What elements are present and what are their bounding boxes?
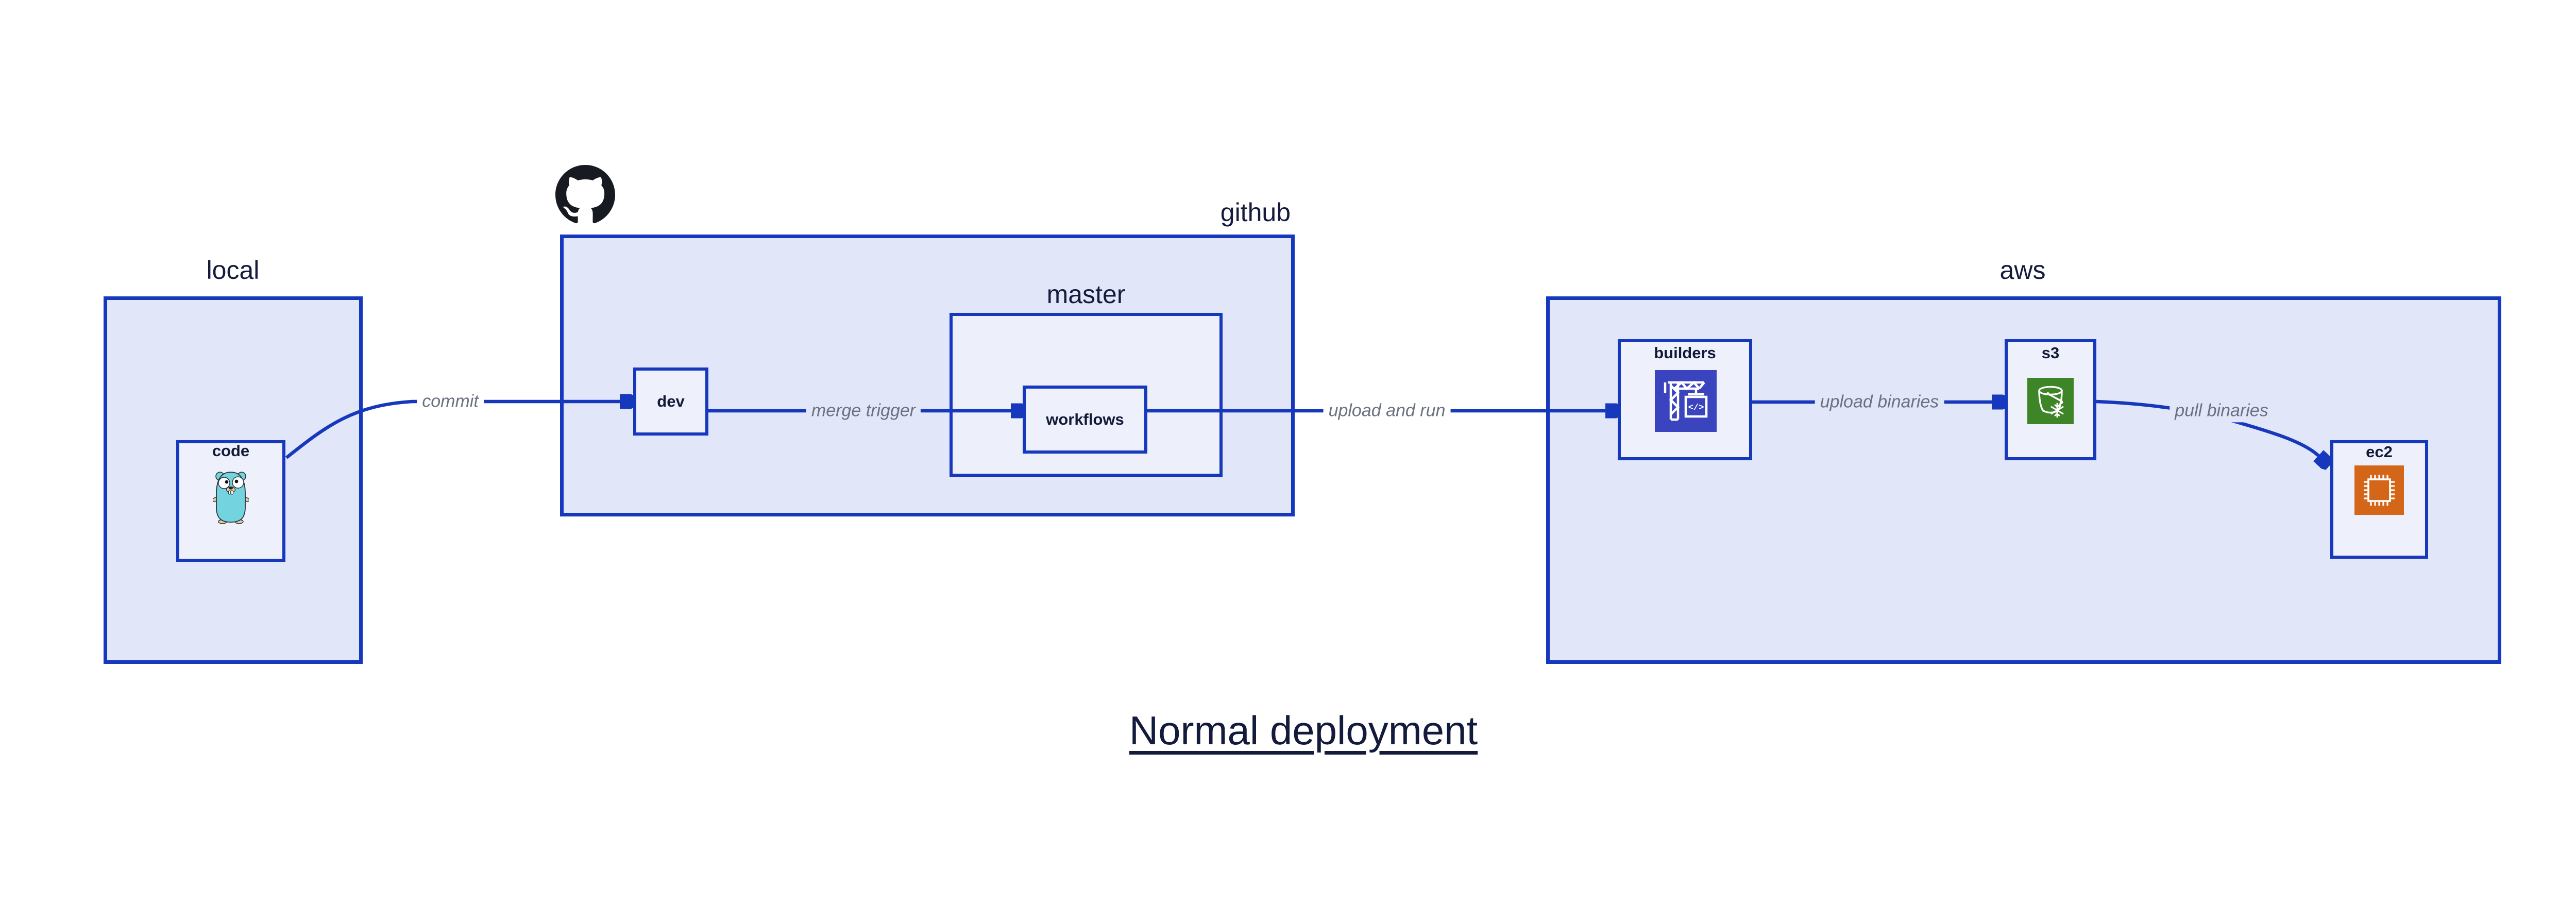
edge-label-upload-and-run: upload and run <box>1323 399 1451 423</box>
edge-label-pull-binaries: pull binaries <box>2170 399 2274 423</box>
node-ec2-label: ec2 <box>2366 443 2393 461</box>
container-aws-label: aws <box>1999 256 2046 285</box>
github-octocat-icon <box>555 165 615 224</box>
node-s3-label: s3 <box>2041 344 2060 362</box>
edge-label-upload-binaries: upload binaries <box>1815 390 1944 414</box>
container-master-label: master <box>1046 280 1126 309</box>
node-code-label: code <box>212 442 250 460</box>
aws-codebuild-icon: </> <box>1655 370 1717 432</box>
aws-ec2-icon <box>2354 465 2404 515</box>
node-builders-label: builders <box>1654 344 1716 362</box>
edge-commit <box>285 402 620 459</box>
aws-s3-glacier-icon <box>2027 378 2074 424</box>
node-workflows-label: workflows <box>1046 410 1124 428</box>
go-gopher-icon <box>213 472 249 524</box>
container-github-label: github <box>1220 198 1291 227</box>
node-workflows: workflows <box>1023 386 1147 454</box>
diagram-title: Normal deployment <box>1129 708 1478 753</box>
node-dev: dev <box>633 368 708 436</box>
codebuild-icon-glyph: </> <box>1688 403 1704 413</box>
container-local-label: local <box>206 256 260 285</box>
node-dev-label: dev <box>657 392 685 410</box>
edge-label-commit: commit <box>417 390 484 413</box>
edge-label-merge-trigger: merge trigger <box>806 399 921 423</box>
